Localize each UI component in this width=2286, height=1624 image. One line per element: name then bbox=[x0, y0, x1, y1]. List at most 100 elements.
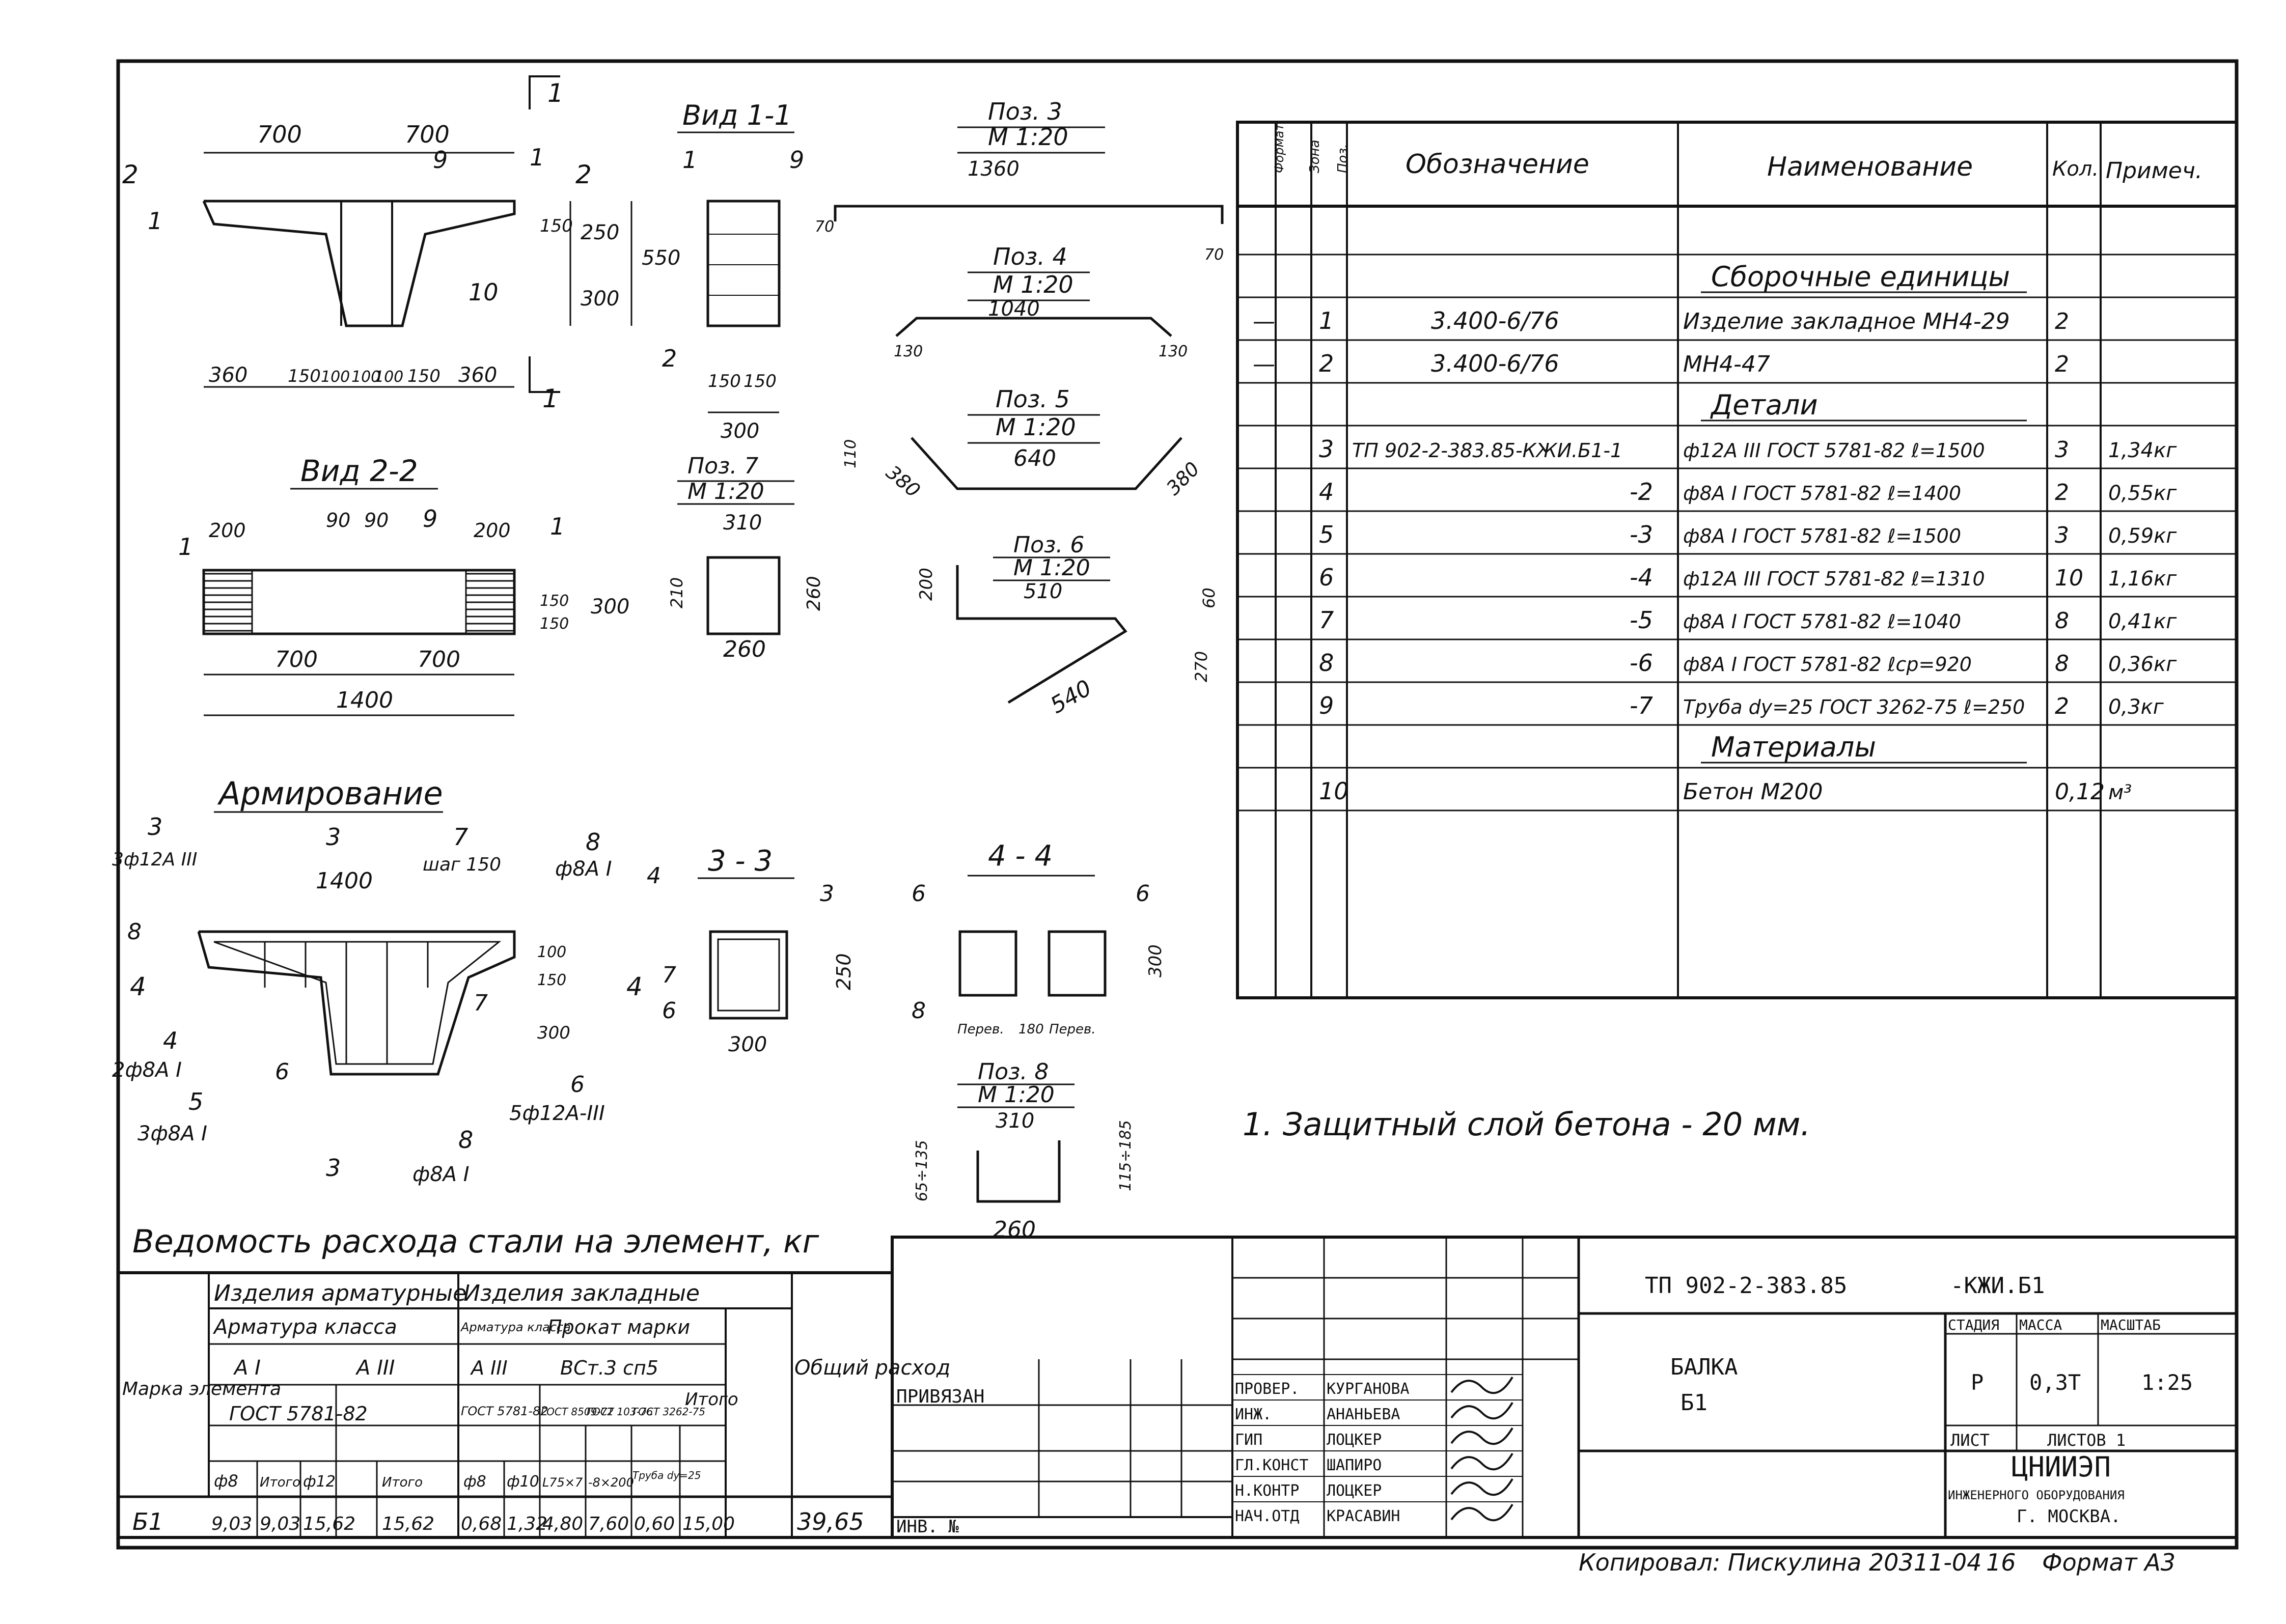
pos7-dim-310: 310 bbox=[723, 511, 762, 535]
reinf-dim-150: 150 bbox=[537, 971, 566, 989]
pos6-dim-200: 200 bbox=[916, 568, 937, 601]
pos3-dim-70a: 70 bbox=[815, 218, 834, 236]
reinf-dim-300: 300 bbox=[537, 1023, 570, 1043]
signature-scribble bbox=[1450, 1376, 1513, 1394]
spec-cell-fmt: — bbox=[1253, 351, 1275, 377]
view22-dim-90b: 90 bbox=[364, 509, 389, 531]
tb-staff-name: КРАСАВИН bbox=[1327, 1507, 1400, 1525]
tb-org1: ЦНИИЭП bbox=[2012, 1451, 2111, 1483]
pos6-drawing: Поз. 6 М 1:20 510 200 540 60 270 bbox=[916, 532, 1219, 719]
tb-massa-h: МАССА bbox=[2019, 1317, 2062, 1333]
pos4-drawing: Поз. 4 М 1:20 1040 130 130 bbox=[894, 243, 1188, 360]
spec-cell-des: -3 bbox=[1630, 521, 1653, 548]
steel-cell: 15,62 bbox=[382, 1514, 434, 1534]
pos8-dim-115: 115÷185 bbox=[1117, 1120, 1135, 1191]
spec-cell-name: Изделие закладное МН4-29 bbox=[1683, 309, 2010, 334]
spec-cell-pos: 4 bbox=[1319, 478, 1334, 506]
tb-staff-role: ГИП bbox=[1235, 1431, 1262, 1449]
steel-cell: Б1 bbox=[132, 1508, 163, 1535]
signature-scribble bbox=[1450, 1427, 1513, 1445]
side-dim-right-1: 150 bbox=[540, 216, 573, 236]
view11-callout-9: 9 bbox=[789, 146, 804, 174]
spec-cell-des: -5 bbox=[1630, 606, 1653, 634]
tb-staff-role: НАЧ.ОТД bbox=[1235, 1507, 1299, 1525]
side-dim-bot-5: 100 bbox=[374, 368, 403, 386]
spec-cell-note: м³ bbox=[2108, 781, 2132, 804]
spec-cell-qty: 3 bbox=[2055, 437, 2069, 463]
reinf-l-4a: 4 bbox=[130, 972, 146, 1001]
pos8-dim-260: 260 bbox=[993, 1217, 1036, 1243]
spec-h-prim: Примеч. bbox=[2106, 158, 2202, 184]
steel-h-ai: А I bbox=[233, 1356, 261, 1380]
spec-cell-note: 1,16кг bbox=[2108, 567, 2177, 591]
spec-cell-qty: 2 bbox=[2055, 693, 2069, 719]
spec-h-zona: Зона bbox=[1307, 139, 1323, 173]
steel-cell: 15,00 bbox=[682, 1514, 735, 1534]
side-callout-1c: 1 bbox=[547, 78, 564, 108]
sec44-title: 4 - 4 bbox=[988, 839, 1053, 873]
steel-table: Ведомость расхода стали на элемент, кг М… bbox=[117, 1223, 950, 1539]
steel-h-marka: Марка элемента bbox=[122, 1379, 281, 1399]
steel-cell: 9,03 bbox=[260, 1514, 300, 1534]
side-callout-2b: 2 bbox=[575, 160, 592, 189]
steel-h-zakaiii: А III bbox=[470, 1357, 508, 1379]
spec-cell-qty: 8 bbox=[2055, 608, 2069, 634]
steel-cell: 0,60 bbox=[634, 1514, 675, 1534]
side-dim-right-3: 250 bbox=[581, 221, 619, 244]
spec-cell-des: -2 bbox=[1630, 478, 1653, 506]
sec44-l-8: 8 bbox=[912, 998, 926, 1024]
spec-cell-note: 0,59кг bbox=[2108, 524, 2177, 548]
pos7-dim-260a: 260 bbox=[804, 576, 824, 611]
reinf-l-8b: 8 bbox=[127, 919, 142, 945]
pos8-dim-65: 65÷135 bbox=[913, 1140, 931, 1201]
spec-cell-note: 1,34кг bbox=[2108, 439, 2177, 462]
steel-cell: 39,65 bbox=[797, 1508, 864, 1535]
spec-cell-note: 0,41кг bbox=[2108, 610, 2177, 633]
view22-dim-200a: 200 bbox=[209, 519, 246, 542]
sec33-l-4: 4 bbox=[647, 863, 661, 889]
side-dim-bot-6: 150 bbox=[407, 366, 440, 386]
pos8-dim-310: 310 bbox=[996, 1109, 1034, 1133]
spec-cell-pos: 7 bbox=[1319, 606, 1334, 634]
spec-cell-qty: 0,12 bbox=[2055, 779, 2105, 805]
side-callout-10: 10 bbox=[469, 278, 499, 306]
reinf-l-f8b: ф8А I bbox=[412, 1163, 470, 1186]
sec44-dim-300: 300 bbox=[1145, 944, 1166, 977]
spec-cell-name: Сборочные единицы bbox=[1711, 261, 2010, 293]
pos7-title: Поз. 7 bbox=[687, 453, 758, 479]
steel-cell: 4,80 bbox=[542, 1514, 583, 1534]
note-protective-layer: 1. Защитный слой бетона - 20 мм. bbox=[1243, 1106, 1810, 1143]
steel-title: Ведомость расхода стали на элемент, кг bbox=[132, 1223, 819, 1260]
tb-staff-name: ЛОЦКЕР bbox=[1327, 1431, 1382, 1449]
steel-h-prokat: Прокат марки bbox=[547, 1316, 690, 1338]
steel-h-f8: ф8 bbox=[214, 1471, 238, 1491]
spec-cell-pos: 3 bbox=[1319, 435, 1334, 463]
side-dim-bot-4: 100 bbox=[351, 368, 380, 386]
spec-cell-qty: 3 bbox=[2055, 522, 2069, 548]
view22-dim-1400: 1400 bbox=[336, 687, 393, 713]
signature-scribble bbox=[1450, 1402, 1513, 1420]
pos8-title: Поз. 8 bbox=[978, 1059, 1049, 1085]
view22-dim-300: 300 bbox=[591, 595, 629, 619]
side-dim-right-4: 550 bbox=[642, 246, 680, 270]
tb-staff-role: ГЛ.КОНСТ bbox=[1235, 1457, 1309, 1474]
steel-h-8x200: -8×200 bbox=[588, 1475, 634, 1490]
pos6-scale: М 1:20 bbox=[1013, 555, 1090, 581]
view-1-1: Вид 1-1 1 9 2 150 150 300 bbox=[662, 99, 804, 443]
spec-cell-name: ф12А III ГОСТ 5781-82 ℓ=1310 bbox=[1683, 568, 1985, 590]
pos7-dim-260b: 260 bbox=[723, 636, 766, 662]
view11-dim-2: 150 bbox=[743, 371, 777, 391]
spec-cell-name: ф8А I ГОСТ 5781-82 ℓ=1040 bbox=[1683, 610, 1961, 633]
spec-cell-qty: 2 bbox=[2055, 480, 2069, 506]
pos4-dim-130b: 130 bbox=[1159, 343, 1188, 360]
view22-dim-90a: 90 bbox=[326, 509, 350, 531]
footer-format: Формат А3 bbox=[2042, 1549, 2175, 1576]
reinf-l-4: 4 bbox=[163, 1027, 178, 1054]
pos6-dim-540: 540 bbox=[1046, 675, 1096, 719]
tb-staff-name: ШАПИРО bbox=[1327, 1457, 1382, 1474]
sec44-l-6b: 6 bbox=[1136, 881, 1150, 907]
steel-h-zf10: ф10 bbox=[507, 1473, 539, 1491]
sec33-l-7: 7 bbox=[662, 962, 676, 988]
